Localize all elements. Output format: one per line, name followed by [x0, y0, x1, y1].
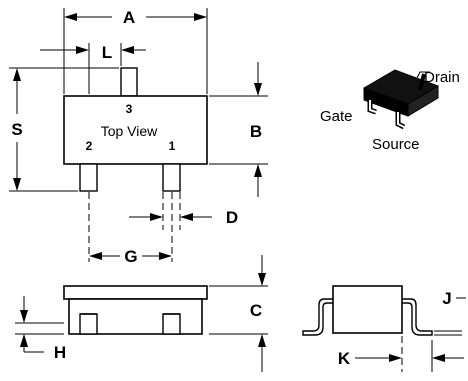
- dim-c-label: C: [250, 301, 262, 320]
- dim-s-label: S: [11, 120, 22, 139]
- dim-k-label: K: [338, 349, 351, 368]
- pin-3-lead: [120, 67, 138, 97]
- end-body: [332, 285, 403, 334]
- pin-2-number: 2: [86, 139, 93, 153]
- source-label: Source: [372, 136, 420, 153]
- pin-2-lead: [79, 163, 98, 192]
- top-view: 3 Top View 2 1: [63, 67, 208, 192]
- dimension-k: K: [338, 336, 464, 372]
- pin-3-number: 3: [126, 102, 133, 116]
- dim-h-label: H: [54, 343, 66, 362]
- side-lead-left: [79, 313, 98, 335]
- package-body-top: [63, 95, 208, 165]
- dimension-g: G: [89, 247, 172, 266]
- side-body-top: [63, 285, 208, 300]
- dim-d-label: D: [226, 208, 238, 227]
- dimension-b: B: [209, 62, 268, 197]
- dimension-h: H: [15, 296, 66, 362]
- dimension-a: A: [63, 8, 208, 94]
- dim-b-label: B: [250, 122, 262, 141]
- dimension-s: S: [9, 67, 119, 192]
- dim-l-label: L: [102, 43, 112, 62]
- side-lead-right: [162, 313, 181, 335]
- end-view: [302, 285, 433, 336]
- top-view-label: Top View: [101, 123, 158, 139]
- dim-j-label: J: [442, 289, 451, 308]
- dimension-c: C: [209, 255, 268, 372]
- dim-a-label: A: [123, 8, 135, 27]
- pin-1-number: 1: [169, 139, 176, 153]
- dim-g-label: G: [124, 247, 137, 266]
- gate-label: Gate: [320, 108, 353, 125]
- pin-1-lead: [162, 163, 181, 192]
- dimension-j: J: [434, 289, 466, 336]
- dimension-d: D: [129, 208, 238, 227]
- extension-lines: [88, 192, 181, 262]
- side-view: [63, 285, 208, 335]
- drain-label: Drain: [424, 69, 460, 86]
- package-3d-icon: [362, 69, 440, 130]
